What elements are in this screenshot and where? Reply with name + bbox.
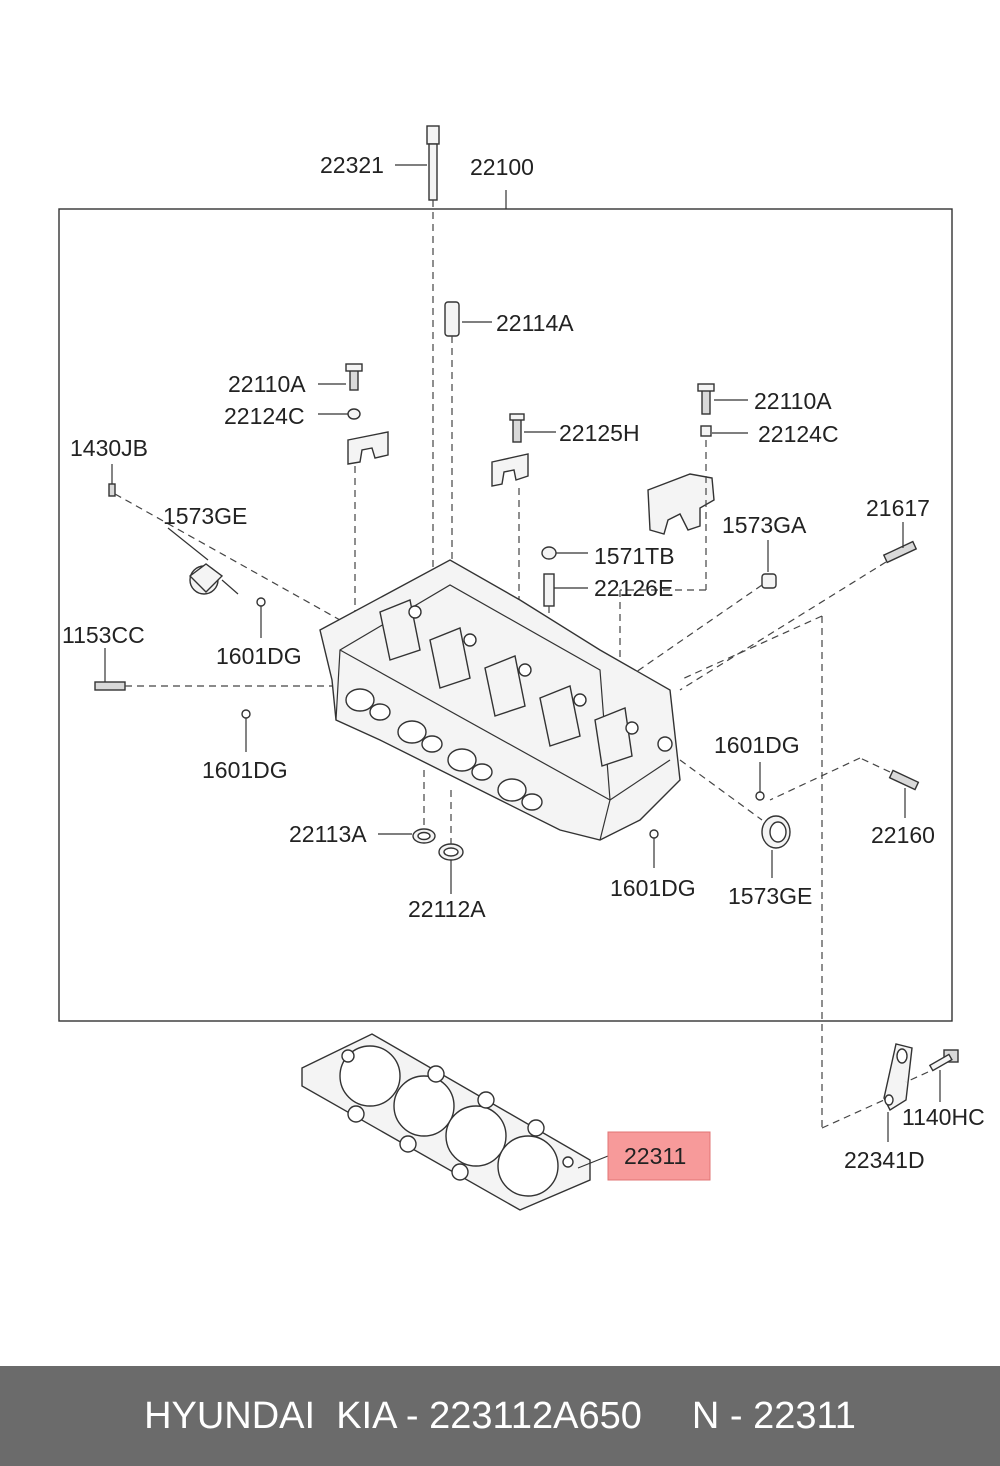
- label-1430JB: 1430JB: [70, 435, 148, 461]
- label-1573GE-top: 1573GE: [163, 503, 247, 529]
- label-1571TB: 1571TB: [594, 543, 675, 569]
- label-22110A-left: 22110A: [228, 371, 306, 397]
- label-22341D: 22341D: [844, 1147, 925, 1173]
- cylinder-head-22100: [319, 559, 681, 841]
- label-1601DG-c: 1601DG: [714, 732, 800, 758]
- label-22126E: 22126E: [594, 575, 673, 601]
- bracket-22341D: [679, 615, 913, 1142]
- footer-reference-number: N - 22311: [691, 1394, 856, 1437]
- plug-1573GE-top: [108, 464, 341, 621]
- label-22160: 22160: [871, 822, 935, 848]
- footer-bar: HYUNDAI KIA - 223112A650 N - 22311: [0, 1366, 1000, 1466]
- label-22321: 22321: [320, 152, 384, 178]
- plug-1573GE-bottom: [679, 759, 791, 878]
- label-22113A: 22113A: [289, 821, 367, 847]
- plug-1601DG-a: [256, 597, 266, 638]
- head-gasket-22311: [301, 1033, 609, 1211]
- label-1601DG-a: 1601DG: [216, 643, 302, 669]
- label-22100: 22100: [470, 154, 534, 180]
- label-22114A: 22114A: [496, 310, 574, 336]
- cam-cap-left: [318, 363, 389, 612]
- label-1601DG-b: 1601DG: [202, 757, 288, 783]
- label-22110A-right: 22110A: [754, 388, 832, 414]
- seal-22112A: [438, 790, 464, 894]
- head-bolt-22321: [395, 125, 440, 570]
- label-1601DG-d: 1601DG: [610, 875, 696, 901]
- cam-cap-front: [619, 383, 748, 700]
- plug-1601DG-c: [755, 762, 765, 801]
- dowel-22114A: [444, 301, 492, 590]
- label-22125H: 22125H: [559, 420, 640, 446]
- plug-1601DG-b: [241, 709, 251, 752]
- bolt-1140HC: [905, 1049, 959, 1102]
- label-21617: 21617: [866, 495, 930, 521]
- label-1573GA: 1573GA: [722, 512, 807, 538]
- footer-brand-part-number: HYUNDAI KIA - 223112A650: [144, 1394, 642, 1437]
- label-1573GE-bottom: 1573GE: [728, 883, 812, 909]
- label-22124C-right: 22124C: [758, 421, 839, 447]
- stud-1153CC: [94, 648, 336, 691]
- highlight-22311: [607, 1131, 711, 1181]
- label-22112A: 22112A: [408, 896, 486, 922]
- stud-21617: [679, 522, 918, 691]
- label-22311: 22311: [624, 1143, 686, 1169]
- seal-22113A: [378, 770, 436, 844]
- stud-22160: [769, 757, 920, 818]
- label-1153CC: 1153CC: [62, 622, 145, 648]
- parts-diagram: 22321 22100 22114A 22110A 22124C 22110A …: [58, 125, 985, 1211]
- label-22124C-left: 22124C: [224, 403, 305, 429]
- plug-1601DG-d: [649, 829, 659, 868]
- plug-1573GA: [609, 540, 777, 691]
- label-1140HC: 1140HC: [902, 1104, 985, 1130]
